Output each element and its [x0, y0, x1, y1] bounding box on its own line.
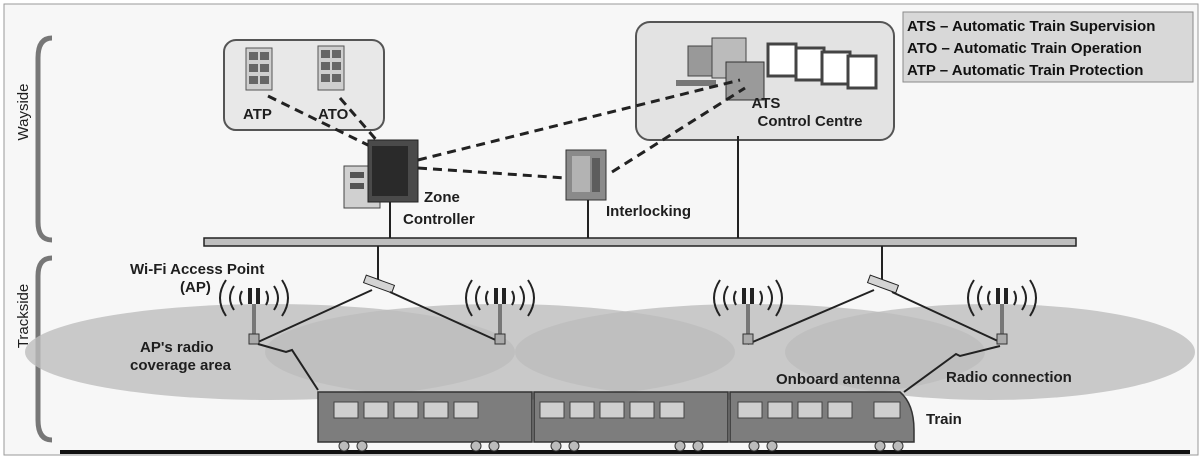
- radio-connection-label: Radio connection: [946, 369, 1072, 386]
- legend: ATS – Automatic Train Supervision ATO – …: [902, 11, 1194, 83]
- coverage-ellipse: [785, 304, 1195, 400]
- access-point-icon: [465, 279, 535, 345]
- ato-label: ATO: [318, 106, 349, 123]
- atp-server-icon: [245, 47, 273, 91]
- ats-control-centre: ATS Control Centre: [635, 21, 895, 141]
- interlocking-label: Interlocking: [606, 203, 691, 220]
- network-backbone: [203, 237, 1077, 247]
- train-label: Train: [926, 411, 962, 428]
- legend-ats: ATS – Automatic Train Supervision: [907, 18, 1155, 35]
- monitor-icons: [676, 37, 878, 101]
- ato-server-icon: [317, 45, 345, 91]
- zone-label: Zone: [424, 189, 460, 206]
- interlocking-icon: [565, 149, 607, 201]
- access-point-icon: [967, 279, 1037, 345]
- wayside-label: Wayside: [15, 84, 32, 141]
- network-links: [267, 78, 746, 180]
- zone-controller-icon: [343, 139, 419, 209]
- train: [317, 391, 915, 452]
- coverage-areas: [25, 304, 1195, 400]
- network-switch-icon: [866, 274, 900, 294]
- access-point-icon: [219, 279, 289, 345]
- ap-label: Wi-Fi Access Point: [130, 261, 264, 278]
- link-zc-ats: [417, 78, 741, 162]
- access-point-icon: [713, 279, 783, 345]
- trackside-label: Trackside: [15, 284, 32, 348]
- train-wheels: [338, 440, 904, 452]
- link-ato-zc: [338, 97, 387, 151]
- controller-label: Controller: [403, 211, 475, 228]
- radio-links: [257, 343, 1001, 393]
- link-zc-interlocking: [417, 166, 567, 180]
- backbone-drops: [377, 136, 883, 280]
- network-switch-icon: [362, 274, 396, 294]
- legend-atp: ATP – Automatic Train Protection: [907, 62, 1143, 79]
- control-centre-label: Control Centre: [758, 113, 863, 130]
- coverage-label: AP's radio: [140, 339, 214, 356]
- onboard-antenna-label: Onboard antenna: [776, 371, 901, 388]
- wayside-brace: [35, 35, 53, 243]
- link-interlocking-ats: [611, 86, 746, 174]
- ats-label: ATS: [752, 95, 781, 112]
- atp-label: ATP: [243, 106, 272, 123]
- train-windows: [333, 401, 901, 419]
- legend-ato: ATO – Automatic Train Operation: [907, 40, 1142, 57]
- ap-abbrev-label: (AP): [180, 279, 211, 296]
- link-atp-zc: [267, 94, 379, 152]
- ap-links: [257, 289, 1001, 345]
- server-group: ATP ATO: [223, 39, 385, 131]
- coverage-label-2: coverage area: [130, 357, 232, 374]
